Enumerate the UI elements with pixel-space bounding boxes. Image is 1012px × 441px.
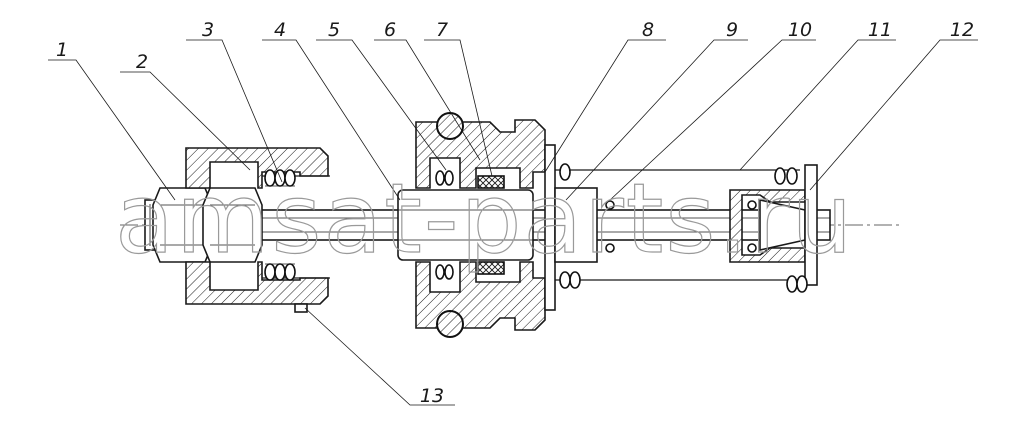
callout-6: 6 [384, 19, 396, 41]
callout-1: 1 [56, 39, 68, 61]
pin-lower [605, 243, 615, 253]
central-spring [435, 170, 454, 280]
callout-9: 9 [726, 19, 738, 41]
callout-13: 13 [420, 385, 444, 407]
callout-5: 5 [328, 19, 340, 41]
pin-right-lower [747, 243, 757, 253]
watermark-text: amsat-parts.ru [115, 163, 854, 275]
left-spring [264, 169, 296, 281]
callout-2: 2 [136, 51, 148, 73]
seal-lower [477, 261, 505, 275]
right-flange [544, 144, 800, 311]
leader-lines [48, 39, 978, 406]
right-spring [774, 167, 808, 293]
pin-upper [605, 200, 615, 210]
callout-3: 3 [202, 19, 214, 41]
callout-8: 8 [642, 19, 654, 41]
nut-2 [202, 187, 263, 263]
callout-10: 10 [788, 19, 812, 41]
seal-upper [477, 175, 505, 189]
cone-housing [729, 164, 818, 286]
o-ring-lower [436, 310, 464, 338]
o-ring-upper [436, 112, 464, 140]
sleeve [397, 189, 534, 261]
callout-4: 4 [274, 19, 286, 41]
pin-right-upper [747, 200, 757, 210]
callout-12: 12 [950, 19, 974, 41]
callout-labels: 1 2 3 4 5 6 7 8 9 10 11 12 13 [56, 19, 974, 407]
callout-7: 7 [436, 19, 448, 41]
callout-11: 11 [868, 19, 892, 41]
